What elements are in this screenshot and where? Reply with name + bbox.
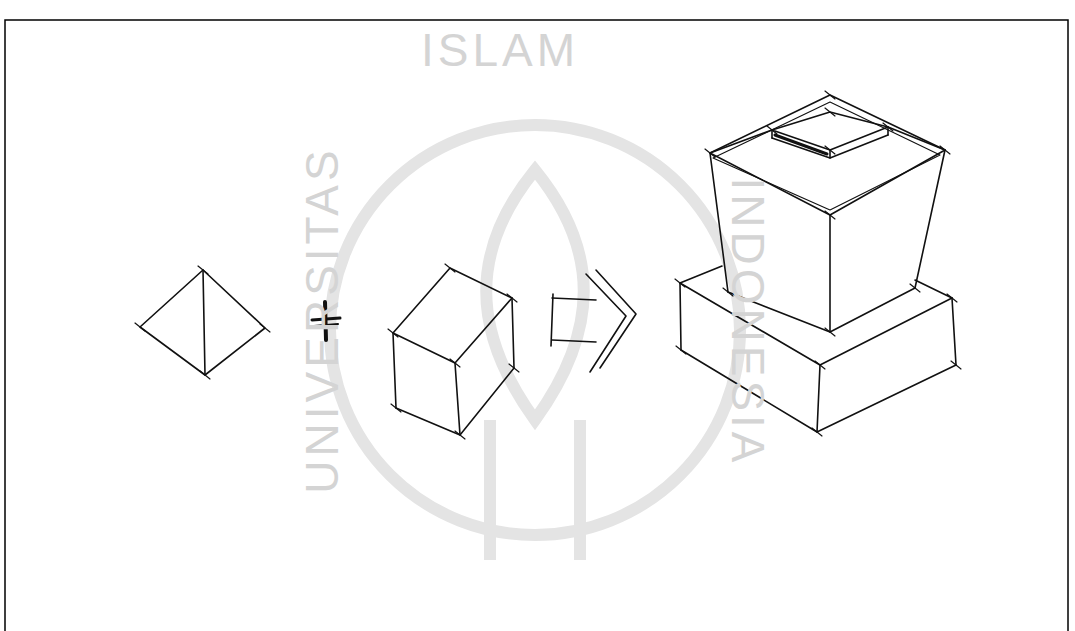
base-top	[915, 280, 952, 298]
watermark-text: UNIVERSITAS	[299, 146, 345, 493]
roof-hip	[710, 130, 772, 153]
cube-edge	[455, 363, 460, 435]
pyramid-edge	[203, 270, 205, 375]
vertex-tick	[947, 294, 957, 302]
cube-top	[393, 268, 512, 363]
roof-hip	[888, 127, 945, 150]
roof-cap	[887, 127, 889, 135]
tower-wall	[915, 150, 945, 288]
vertex-tick	[825, 328, 835, 336]
roof-cap	[829, 150, 831, 158]
frame-border	[5, 20, 1068, 631]
vertex-tick	[260, 324, 270, 332]
vertex-tick	[951, 361, 961, 369]
tower-wall	[829, 215, 831, 332]
vertex-tick	[825, 108, 835, 116]
base-top	[680, 266, 722, 283]
vertex-tick	[675, 279, 685, 287]
vertex-tick	[391, 404, 401, 412]
vertex-tick	[135, 323, 145, 331]
base-edge	[952, 298, 956, 365]
arrow-symbol	[551, 294, 553, 346]
watermark-text: INDONESIA	[725, 177, 771, 466]
base-edge	[681, 350, 956, 432]
roof-cap	[772, 135, 888, 158]
vertex-tick	[910, 284, 920, 292]
logo-ring	[330, 125, 740, 535]
vertex-tick	[815, 361, 825, 369]
roof-cap	[775, 135, 827, 154]
watermark-logo	[330, 125, 740, 560]
roof-cap	[771, 130, 773, 138]
arrow-symbol	[586, 274, 626, 372]
base-edge	[680, 283, 681, 350]
vertex-tick	[825, 91, 835, 99]
base-top	[680, 283, 952, 365]
base-edge	[817, 365, 820, 432]
cube-edge	[396, 368, 514, 435]
arrow-symbol	[552, 298, 596, 300]
watermark-text: ISLAM	[421, 27, 579, 73]
arrow-symbol	[596, 270, 636, 368]
logo-pillars	[490, 420, 580, 560]
vertex-tick	[676, 346, 686, 354]
vertex-tick	[445, 264, 455, 272]
vertex-tick	[812, 428, 822, 436]
cube-edge	[393, 333, 396, 408]
arrow-symbol	[552, 340, 596, 342]
sketch-lines	[135, 91, 961, 439]
cube-edge	[512, 298, 514, 368]
logo-flame	[486, 170, 584, 420]
vertex-tick	[509, 364, 519, 372]
pyramid-shape	[140, 270, 265, 375]
vertex-tick	[455, 431, 465, 439]
